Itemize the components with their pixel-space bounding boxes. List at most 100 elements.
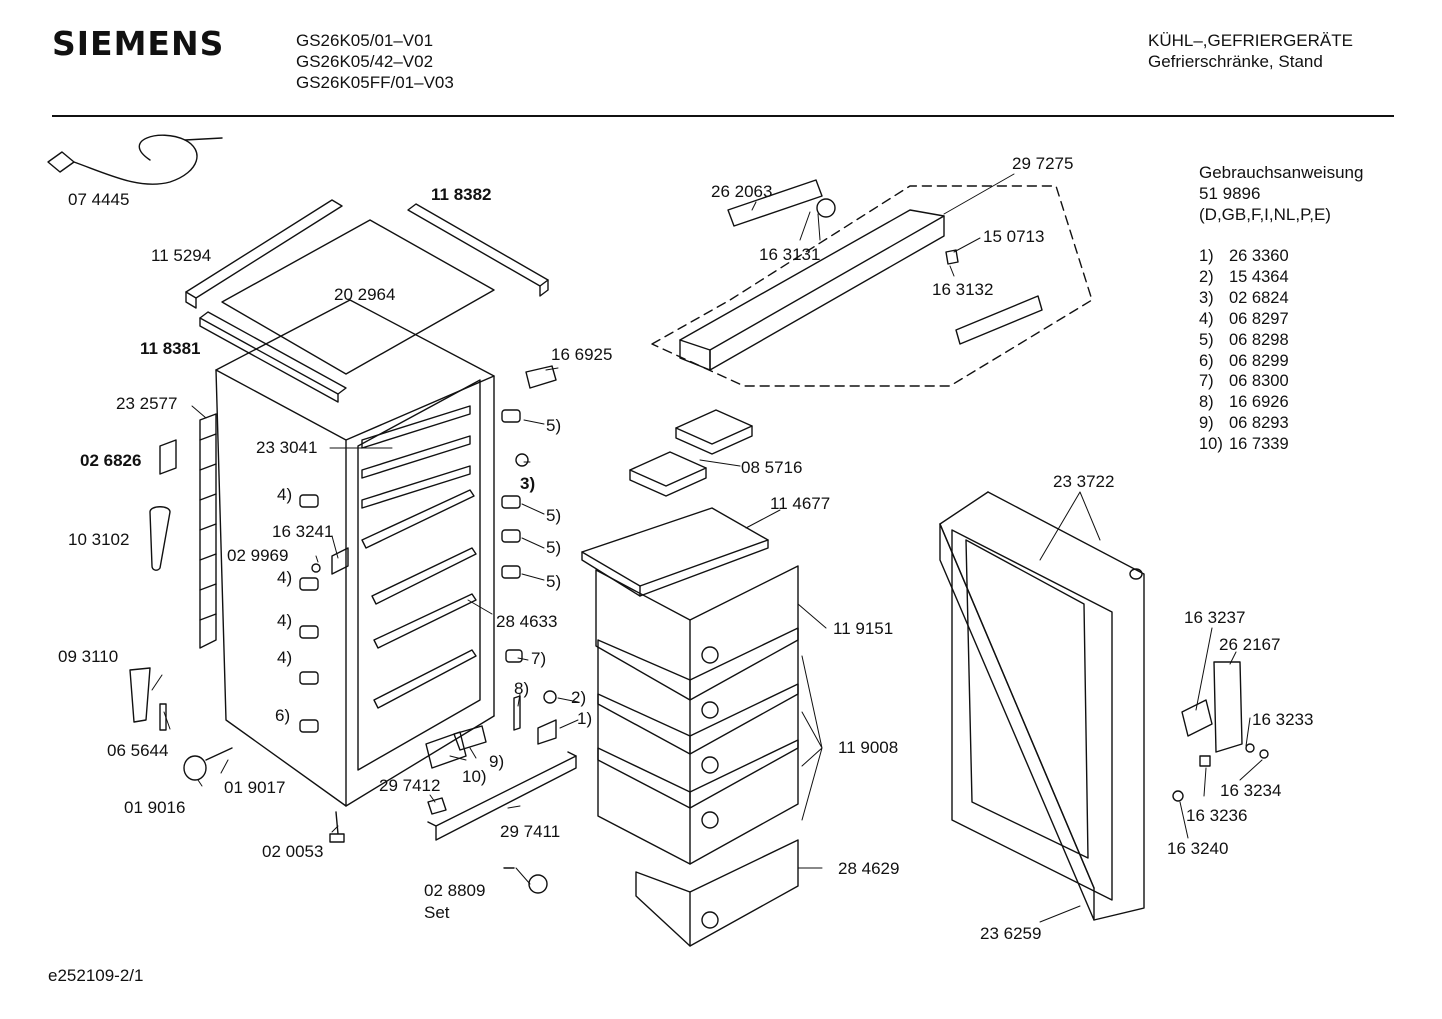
reference-row: 6) 06 8299 bbox=[1199, 351, 1289, 372]
glass-shelf-drawing bbox=[581, 507, 769, 597]
part-label: 01 9017 bbox=[224, 778, 285, 797]
top-cover-drawing bbox=[221, 219, 495, 375]
reference-part: 16 6926 bbox=[1229, 393, 1289, 412]
reference-row: 10) 16 7339 bbox=[1199, 434, 1289, 455]
reference-key: 10) bbox=[1199, 435, 1223, 454]
callout-label: 5) bbox=[546, 416, 561, 435]
part-label: 29 7275 bbox=[1012, 154, 1073, 173]
reference-key: 1) bbox=[1199, 247, 1214, 265]
part-label: 16 3240 bbox=[1167, 839, 1228, 858]
reference-key: 3) bbox=[1199, 288, 1214, 307]
model-number: GS26K05/01–V01 bbox=[296, 31, 434, 50]
part-label: 23 6259 bbox=[980, 924, 1041, 943]
appliance-category: KÜHL–,GEFRIERGERÄTE Gefrierschränke, Sta… bbox=[1148, 30, 1353, 72]
part-label: 23 3722 bbox=[1053, 472, 1114, 491]
part-label: 16 3132 bbox=[932, 280, 993, 299]
manual-info: Gebrauchsanweisung 51 9896 (D,GB,F,I,NL,… bbox=[1199, 162, 1363, 225]
callout-label: 10) bbox=[462, 767, 487, 786]
category-line: KÜHL–,GEFRIERGERÄTE bbox=[1148, 31, 1353, 50]
reference-key: 6) bbox=[1199, 351, 1214, 370]
callout-label: 2) bbox=[571, 688, 586, 707]
reference-row: 7) 06 8300 bbox=[1199, 371, 1289, 392]
part-label: 11 4677 bbox=[770, 494, 830, 513]
front-trim-drawing bbox=[199, 311, 347, 403]
reference-part: 06 8297 bbox=[1229, 309, 1289, 328]
manual-number: 51 9896 bbox=[1199, 184, 1261, 203]
part-label: 06 5644 bbox=[107, 741, 168, 760]
callout-label: 4) bbox=[277, 611, 292, 630]
kick-plate-drawing bbox=[427, 751, 577, 841]
reference-part: 06 8299 bbox=[1229, 351, 1289, 370]
part-label: 28 4633 bbox=[496, 612, 557, 631]
part-label: 11 9151 bbox=[833, 619, 893, 638]
reference-part: 06 8298 bbox=[1229, 330, 1289, 349]
cabinet-body-drawing bbox=[215, 299, 495, 807]
part-label: 02 0053 bbox=[262, 842, 323, 861]
part-label: 16 3236 bbox=[1186, 806, 1247, 825]
callout-label: 5) bbox=[546, 506, 561, 525]
document-code: e252109-2/1 bbox=[48, 966, 144, 985]
leader-lines bbox=[151, 173, 1263, 923]
condenser-drawing bbox=[199, 413, 217, 649]
callout-label: 9) bbox=[489, 752, 504, 771]
part-label: 02 8809 bbox=[424, 881, 485, 900]
reference-part: 26 3360 bbox=[1229, 247, 1289, 265]
callout-label: 5) bbox=[546, 538, 561, 557]
callout-label: 8) bbox=[514, 679, 529, 698]
power-cord-drawing bbox=[47, 134, 223, 185]
callout-label: 3) bbox=[520, 474, 535, 493]
part-label: 16 3131 bbox=[759, 245, 820, 264]
manual-languages: (D,GB,F,I,NL,P,E) bbox=[1199, 205, 1331, 224]
part-label: 15 0713 bbox=[983, 227, 1044, 246]
control-panel-group-outline bbox=[651, 185, 1093, 387]
control-panel-drawing bbox=[679, 179, 1043, 371]
reference-part: 06 8293 bbox=[1229, 414, 1289, 433]
part-label: 16 3241 bbox=[272, 522, 333, 541]
reference-part: 16 7339 bbox=[1229, 435, 1289, 454]
part-label: 26 2167 bbox=[1219, 635, 1280, 654]
callout-label: 1) bbox=[577, 709, 592, 728]
part-label: 28 4629 bbox=[838, 859, 899, 878]
evaporator-shelves-drawing bbox=[361, 405, 477, 709]
manual-title: Gebrauchsanweisung bbox=[1199, 163, 1364, 182]
callout-label: 4) bbox=[277, 648, 292, 667]
reference-key: 8) bbox=[1199, 393, 1214, 412]
part-label: 02 6826 bbox=[80, 451, 141, 470]
model-number: GS26K05FF/01–V03 bbox=[296, 73, 454, 92]
reference-key: 9) bbox=[1199, 414, 1214, 433]
part-label: 29 7411 bbox=[500, 822, 560, 841]
part-labels: 07 4445 11 8382 11 5294 20 2964 11 8381 … bbox=[58, 154, 1313, 943]
callout-label: 4) bbox=[277, 485, 292, 504]
reference-key: 4) bbox=[1199, 309, 1214, 328]
reference-key: 5) bbox=[1199, 330, 1214, 349]
header-rule bbox=[52, 115, 1394, 117]
reference-part: 06 8300 bbox=[1229, 372, 1289, 391]
category-line: Gefrierschränke, Stand bbox=[1148, 52, 1323, 71]
model-list: GS26K05/01–V01 GS26K05/42–V02 GS26K05FF/… bbox=[296, 30, 454, 93]
part-label: 07 4445 bbox=[68, 190, 129, 209]
clip-parts-drawing bbox=[129, 365, 557, 894]
reference-key: 2) bbox=[1199, 267, 1214, 286]
part-label: 16 3237 bbox=[1184, 608, 1245, 627]
top-rail-left-drawing bbox=[185, 199, 343, 309]
reference-list: 1)26 3360 2)15 4364 3)02 6824 4)06 8297 … bbox=[1199, 246, 1289, 455]
reference-part: 15 4364 bbox=[1229, 267, 1289, 286]
part-label: Set bbox=[424, 903, 450, 922]
model-number: GS26K05/42–V02 bbox=[296, 52, 434, 71]
part-label: 02 9969 bbox=[227, 546, 288, 565]
part-label: 23 2577 bbox=[116, 394, 177, 413]
part-label: 08 5716 bbox=[741, 458, 802, 477]
part-label: 01 9016 bbox=[124, 798, 185, 817]
brand-logo: SIEMENS bbox=[52, 24, 225, 63]
part-label: 11 9008 bbox=[838, 738, 898, 757]
callout-label: 4) bbox=[277, 568, 292, 587]
part-label: 16 3234 bbox=[1220, 781, 1281, 800]
reference-key: 7) bbox=[1199, 372, 1214, 391]
reference-row: 1) 26 3360 bbox=[1199, 246, 1289, 267]
part-label: 20 2964 bbox=[334, 285, 395, 304]
reference-row: 9) 06 8293 bbox=[1199, 413, 1289, 434]
callout-label: 5) bbox=[546, 572, 561, 591]
part-label: 09 3110 bbox=[58, 647, 118, 666]
part-label: 26 2063 bbox=[711, 182, 772, 201]
